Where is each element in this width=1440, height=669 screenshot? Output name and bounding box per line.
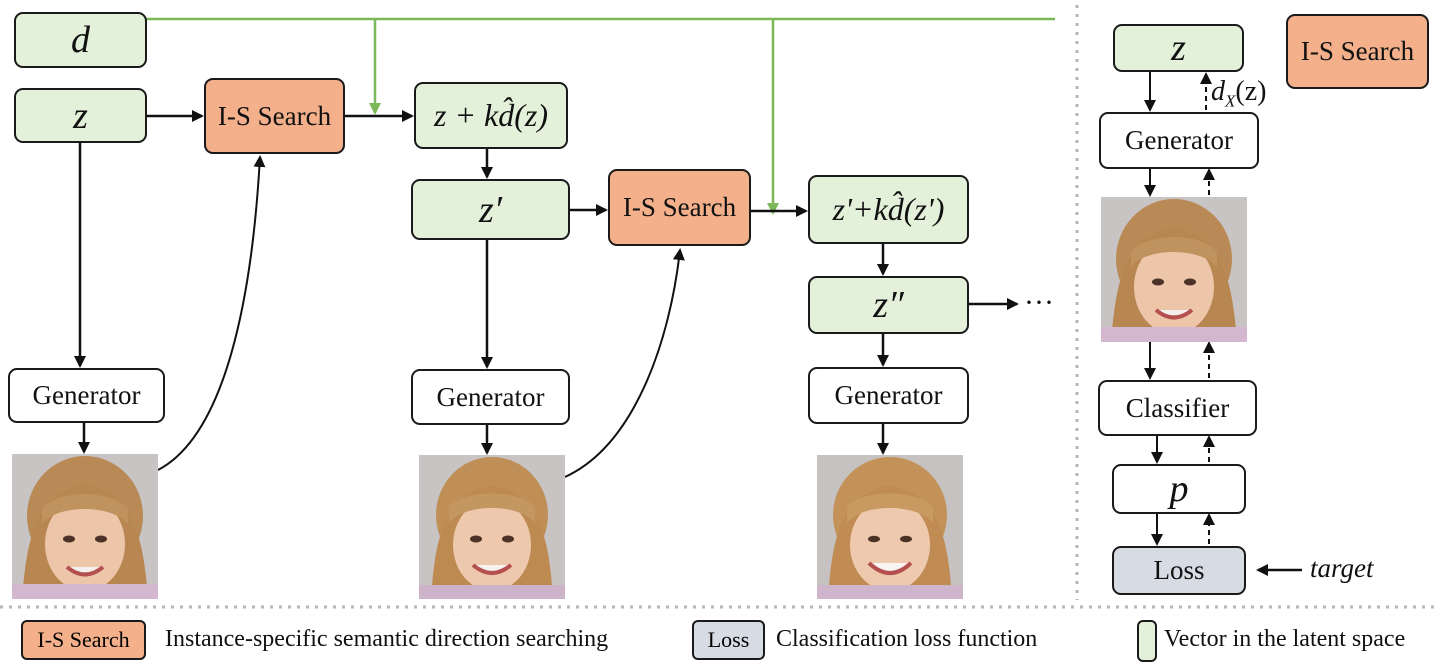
z-plus-direction-label: z + kd̂(z) xyxy=(433,97,548,133)
right-face-image xyxy=(1101,197,1247,342)
is-search-label-1: I-S Search xyxy=(217,100,332,131)
generator-box-1: Generator xyxy=(8,368,165,423)
loss-box: Loss xyxy=(1112,546,1246,595)
z-plus-direction-box: z + kd̂(z) xyxy=(414,82,568,149)
z-label: z xyxy=(73,94,88,137)
target-label: target xyxy=(1310,553,1374,583)
face-image-2 xyxy=(419,455,565,599)
z-prime-plus-direction-box: z'+kd̂(z') xyxy=(808,175,969,244)
gradient-direction-label: dX(z) xyxy=(1211,76,1267,111)
legend-is-search-swatch: I-S Search xyxy=(21,620,146,660)
face-image-3 xyxy=(817,455,963,599)
classifier-label: Classifier xyxy=(1125,392,1230,423)
image2-to-search2-curve xyxy=(564,248,685,478)
legend-vector-desc: Vector in the latent space xyxy=(1164,626,1406,652)
right-generator-box: Generator xyxy=(1099,112,1259,169)
right-is-search-box: I-S Search xyxy=(1286,14,1429,89)
classifier-box: Classifier xyxy=(1098,380,1257,436)
legend-is-search-desc: Instance-specific semantic direction sea… xyxy=(165,626,609,652)
legend-loss-swatch: Loss xyxy=(692,620,765,660)
legend-vector-swatch xyxy=(1137,620,1157,662)
probability-box: p xyxy=(1112,464,1246,514)
z-prime-label: z′ xyxy=(478,188,503,231)
generator-label-3: Generator xyxy=(834,380,943,410)
right-generator-label: Generator xyxy=(1125,125,1233,155)
face-image-1 xyxy=(12,454,158,599)
z-prime-box: z′ xyxy=(411,179,570,240)
d-vector-box: d xyxy=(14,12,147,68)
right-z-box: z xyxy=(1113,24,1244,72)
d-label: d xyxy=(71,19,90,61)
right-z-label: z xyxy=(1171,27,1186,69)
probability-label: p xyxy=(1169,468,1189,510)
generator-box-3: Generator xyxy=(808,367,969,424)
is-search-label-2: I-S Search xyxy=(622,192,737,222)
is-search-box-1: I-S Search xyxy=(204,78,345,154)
z-double-prime-box: z″ xyxy=(808,276,969,334)
z-double-prime-label: z″ xyxy=(873,284,904,326)
image-to-search-curve xyxy=(157,155,266,471)
right-is-search-label: I-S Search xyxy=(1300,36,1415,66)
generator-label-2: Generator xyxy=(436,381,545,412)
loss-label: Loss xyxy=(1153,555,1205,585)
z-vector-box: z xyxy=(14,88,147,143)
is-search-box-2: I-S Search xyxy=(608,169,751,246)
generator-label-1: Generator xyxy=(32,380,141,410)
continuation-ellipsis: ··· xyxy=(1024,286,1054,319)
generator-box-2: Generator xyxy=(411,369,570,425)
legend-loss-desc: Classification loss function xyxy=(776,626,1038,652)
z-prime-plus-direction-label: z'+kd̂(z') xyxy=(832,191,945,227)
